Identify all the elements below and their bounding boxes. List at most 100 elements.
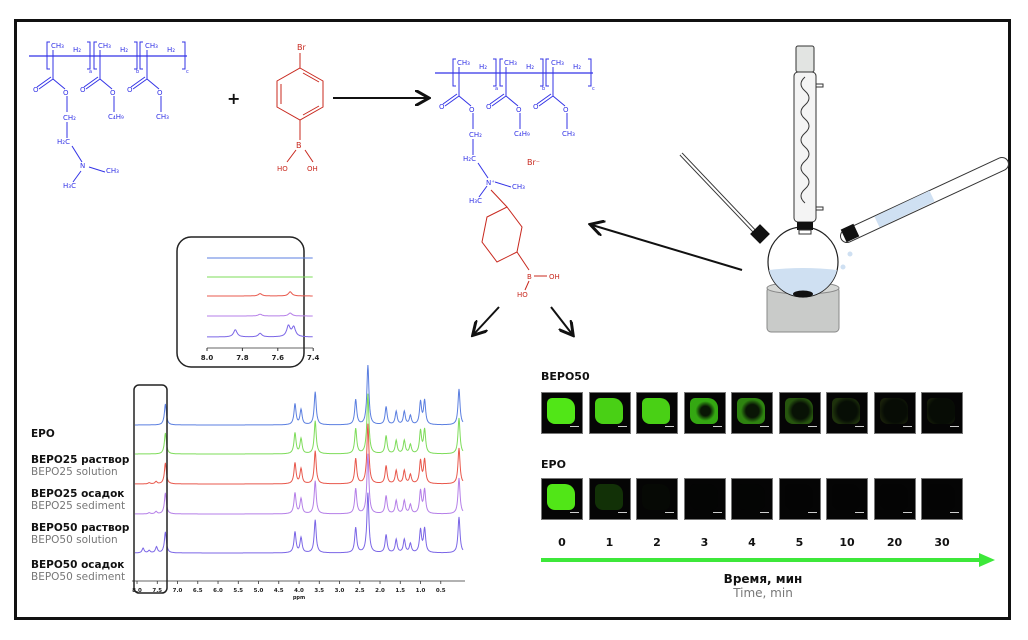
nmr-x-tick-label: 8.0 <box>132 588 142 594</box>
time-tick-label: 4 <box>748 536 756 549</box>
scale-bar <box>902 512 912 516</box>
fluorescence-image-tile <box>541 392 583 434</box>
fluorescent-sample <box>547 398 575 424</box>
scale-bar <box>665 426 674 430</box>
ch3-label: CH₃ <box>562 130 575 138</box>
nmr-inset-trace <box>207 324 313 338</box>
nmr-x-tick-label: 1.5 <box>395 588 405 594</box>
n-label: N <box>80 162 85 170</box>
o-label: O <box>33 86 39 94</box>
time-axis-arrow <box>541 553 995 567</box>
nmr-x-tick-label: 0.5 <box>436 588 446 594</box>
fluorescence-image-tile <box>636 478 678 520</box>
fluorescence-image-tile <box>873 392 916 434</box>
ch3-label: CH₃ <box>156 113 169 121</box>
nmr-inset-tick-label: 8.0 <box>201 354 214 362</box>
ho-label: HO <box>517 291 528 299</box>
fluorescence-image-tile <box>683 478 726 520</box>
h2c-label: H₂C <box>57 138 70 146</box>
fluorescent-sample <box>927 398 955 424</box>
o-label: O <box>157 89 163 97</box>
reflux-apparatus <box>679 45 1009 333</box>
fluorescent-sample <box>927 484 955 510</box>
fluorescent-sample <box>594 398 623 424</box>
fluorescent-sample <box>642 484 670 510</box>
h2-label: H₂ <box>479 63 487 71</box>
n-plus-label: N⁺ <box>486 179 495 187</box>
ch3-label: CH₃ <box>106 167 119 175</box>
ch3-label: CH₃ <box>145 42 158 50</box>
ch3-label: CH₃ <box>504 59 517 67</box>
o-label: O <box>469 106 475 114</box>
scale-bar <box>760 512 769 516</box>
o-label: O <box>533 103 539 111</box>
nmr-x-tick-label: 4.5 <box>274 588 284 594</box>
fluorescence-image-tile <box>778 478 821 520</box>
nmr-x-tick-label: 5.5 <box>233 588 243 594</box>
fluorescence-image-tile <box>541 478 583 520</box>
scale-bar <box>617 512 627 516</box>
fluorescence-image-tile <box>588 392 631 434</box>
arrow-to-nmr <box>474 306 500 334</box>
time-axis-title-ru: Время, мин <box>723 572 803 586</box>
nmr-x-tick-label: 5.0 <box>254 588 264 594</box>
time-tick-label: 0 <box>558 536 566 549</box>
nmr-spectrum-trace <box>135 492 464 554</box>
nmr-label-epo: EPO <box>31 428 55 440</box>
fluorescence-image-tile <box>778 392 821 434</box>
scale-bar <box>617 426 627 430</box>
scale-bar <box>570 426 579 430</box>
h3c-label: H₃C <box>63 182 76 190</box>
time-tick-label: 3 <box>700 536 709 549</box>
fluorescence-image-tile <box>873 478 916 520</box>
nmr-spectrum-trace <box>135 364 464 426</box>
nmr-x-tick-label: 2.0 <box>375 588 385 594</box>
fluorescent-sample <box>689 484 718 510</box>
boron-label: B <box>296 141 302 150</box>
fluorescent-sample <box>689 398 718 424</box>
setup-to-product-arrow <box>592 225 743 271</box>
time-tick-label: 2 <box>653 536 661 549</box>
scale-bar <box>712 426 722 430</box>
oh-label: OH <box>549 273 560 281</box>
nmr-inset-trace <box>207 291 313 297</box>
scale-bar <box>902 426 912 430</box>
o-label: O <box>63 89 69 97</box>
fluorescence-image-tile <box>588 478 631 520</box>
o-label: O <box>110 89 116 97</box>
o-label: O <box>563 106 569 114</box>
subscript-a: a <box>495 86 498 92</box>
scale-bar <box>950 426 959 430</box>
h2-label: H₂ <box>120 46 128 54</box>
nmr-inset-trace <box>207 312 313 317</box>
o-label: O <box>439 103 445 111</box>
nmr-x-tick-label: 1.0 <box>416 588 426 594</box>
fluorescent-sample <box>642 398 670 424</box>
subscript-a: a <box>89 69 92 75</box>
fluorescent-sample <box>784 484 813 510</box>
ch3-label: CH₃ <box>512 183 525 191</box>
fluorescent-sample <box>832 484 860 510</box>
nmr-label-bepo50-sediment: BEPO50 осадок BEPO50 sediment <box>31 559 126 583</box>
stir-bar <box>793 290 813 298</box>
nmr-x-axis-unit: ppm <box>293 595 305 601</box>
bepo-product-structure: CH₃ CH₃ CH₃ H₂ H₂ H₂ a b c <box>435 58 595 299</box>
epo-polymer-structure: CH₃ CH₃ CH₃ H₂ H₂ H₂ a b c <box>29 41 189 190</box>
plus-sign: + <box>227 89 240 108</box>
ch3-label: CH₃ <box>98 42 111 50</box>
scale-bar <box>855 426 864 430</box>
nmr-x-tick-label: 4.0 <box>294 588 304 594</box>
reaction-scheme: CH₃ CH₃ CH₃ H₂ H₂ H₂ a b c <box>29 41 1009 601</box>
fluorescent-sample <box>784 398 813 424</box>
fluorescence-row-title-epo: EPO <box>541 458 566 471</box>
fluorescence-image-tile <box>826 392 868 434</box>
fluorescent-sample <box>737 484 765 510</box>
h2-label: H₂ <box>73 46 81 54</box>
nmr-x-tick-label: 2.5 <box>355 588 365 594</box>
ch2-label: CH₂ <box>63 114 76 122</box>
scale-bar <box>760 426 769 430</box>
time-tick-label: 30 <box>934 536 950 549</box>
subscript-b: b <box>136 69 139 75</box>
